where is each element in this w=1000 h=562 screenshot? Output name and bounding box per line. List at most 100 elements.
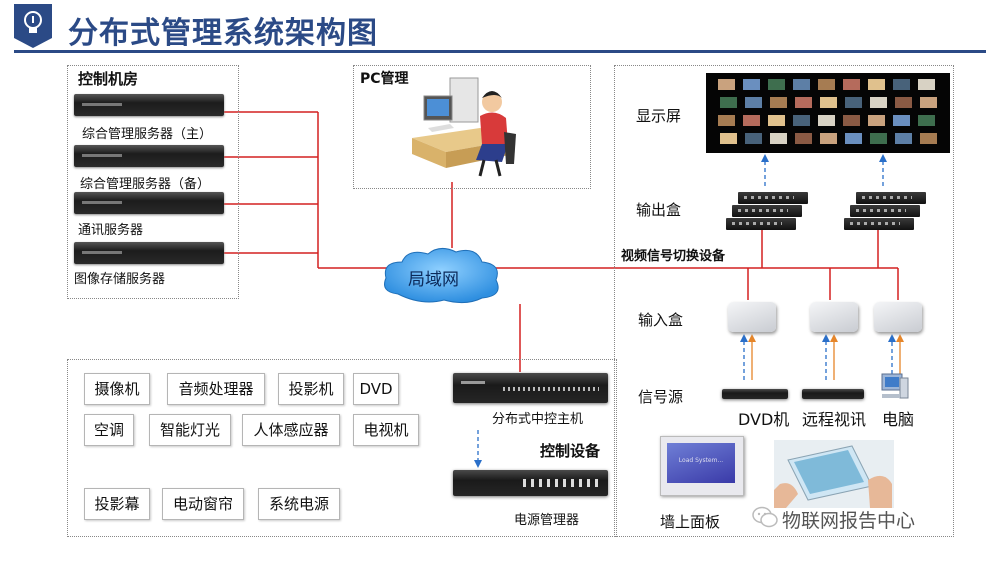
field-devices-box: [67, 359, 617, 537]
device-smart-lighting: 智能灯光: [149, 414, 231, 446]
image-storage-server-icon: [74, 242, 224, 264]
input-box-1: [728, 302, 776, 332]
video-wall-thumbnail: [768, 79, 785, 90]
watermark: 物联网报告中心: [782, 510, 916, 532]
video-wall: [706, 73, 950, 153]
lan-cloud-icon: [384, 248, 499, 304]
video-wall-thumbnail: [795, 97, 812, 108]
server-main-icon: [74, 94, 224, 116]
computer-icon: [881, 373, 909, 399]
video-wall-thumbnail: [868, 115, 885, 126]
video-wall-thumbnail: [918, 115, 935, 126]
title-divider: [14, 50, 986, 53]
video-wall-thumbnail: [895, 97, 912, 108]
central-control-host-icon: [453, 373, 608, 403]
display-screen-label: 显示屏: [636, 107, 682, 125]
communication-server-icon: [74, 192, 224, 214]
video-wall-thumbnail: [745, 133, 762, 144]
output-box-left-1: [738, 192, 808, 204]
tablet-in-hands-photo: [774, 440, 894, 508]
output-box-left-3: [726, 218, 796, 230]
video-wall-thumbnail: [818, 79, 835, 90]
power-manager-icon: [453, 470, 608, 496]
device-motion-sensor: 人体感应器: [242, 414, 340, 446]
video-wall-thumbnail: [718, 115, 735, 126]
video-wall-thumbnail: [720, 133, 737, 144]
lightbulb-icon: [14, 4, 52, 48]
source-dvd-label: DVD机: [738, 410, 790, 429]
source-remote-video-label: 远程视讯: [802, 410, 867, 429]
server-backup-label: 综合管理服务器（备）: [80, 177, 211, 192]
video-wall-thumbnail: [845, 97, 862, 108]
signal-source-label: 信号源: [638, 388, 684, 406]
video-wall-thumbnail: [770, 133, 787, 144]
title-bar: 分布式管理系统架构图: [0, 0, 1000, 62]
wall-panel-screen-text: Load System...: [678, 457, 724, 464]
wall-panel-label: 墙上面板: [660, 513, 721, 531]
video-wall-thumbnail: [818, 115, 835, 126]
output-box-label: 输出盒: [636, 201, 682, 219]
video-wall-thumbnail: [720, 97, 737, 108]
device-dvd: DVD: [353, 373, 399, 405]
device-motorized-curtain: 电动窗帘: [162, 488, 244, 520]
input-box-2: [810, 302, 858, 332]
video-wall-thumbnail: [768, 115, 785, 126]
device-audio-processor: 音频处理器: [167, 373, 265, 405]
wechat-icon: [752, 506, 778, 528]
video-wall-thumbnail: [743, 115, 760, 126]
output-box-right-2: [850, 205, 920, 217]
device-system-power: 系统电源: [258, 488, 340, 520]
wall-panel-icon: Load System...: [660, 436, 744, 496]
video-wall-thumbnail: [795, 133, 812, 144]
control-equipment-heading: 控制设备: [540, 442, 601, 460]
video-wall-thumbnail: [793, 115, 810, 126]
video-wall-thumbnail: [843, 79, 860, 90]
video-wall-thumbnail: [820, 97, 837, 108]
page-title: 分布式管理系统架构图: [68, 16, 378, 51]
device-projection-screen: 投影幕: [84, 488, 150, 520]
video-wall-thumbnail: [743, 79, 760, 90]
power-manager-label: 电源管理器: [514, 513, 580, 528]
video-wall-thumbnail: [770, 97, 787, 108]
video-wall-thumbnail: [918, 79, 935, 90]
video-wall-thumbnail: [870, 133, 887, 144]
video-wall-thumbnail: [745, 97, 762, 108]
video-wall-thumbnail: [843, 115, 860, 126]
display-system-box: [614, 65, 954, 537]
video-conference-icon: [802, 389, 864, 399]
video-wall-thumbnail: [893, 79, 910, 90]
video-wall-thumbnail: [868, 79, 885, 90]
output-box-left-2: [732, 205, 802, 217]
video-wall-thumbnail: [893, 115, 910, 126]
switching-device-label: 视频信号切换设备: [621, 249, 726, 264]
device-camera: 摄像机: [84, 373, 150, 405]
video-wall-thumbnail: [820, 133, 837, 144]
server-main-label: 综合管理服务器（主）: [82, 127, 213, 142]
pc-operator-icon: [412, 77, 516, 177]
video-wall-thumbnail: [793, 79, 810, 90]
video-wall-thumbnail: [845, 133, 862, 144]
server-backup-icon: [74, 145, 224, 167]
output-box-right-1: [856, 192, 926, 204]
image-storage-server-label: 图像存储服务器: [74, 272, 166, 287]
control-room-heading: 控制机房: [78, 70, 139, 88]
output-box-right-3: [844, 218, 914, 230]
device-air-conditioner: 空调: [84, 414, 134, 446]
input-box-3: [874, 302, 922, 332]
input-box-label: 输入盒: [638, 311, 684, 329]
pc-management-heading: PC管理: [360, 71, 409, 87]
lan-label: 局域网: [408, 270, 459, 290]
pc-management-box: [353, 65, 591, 189]
dvd-player-icon: [722, 389, 788, 399]
video-wall-thumbnail: [718, 79, 735, 90]
video-wall-thumbnail: [870, 97, 887, 108]
source-computer-label: 电脑: [882, 410, 915, 429]
central-control-host-label: 分布式中控主机: [492, 412, 584, 427]
device-projector: 投影机: [278, 373, 344, 405]
video-wall-thumbnail: [920, 97, 937, 108]
video-wall-thumbnail: [920, 133, 937, 144]
device-television: 电视机: [353, 414, 419, 446]
video-wall-thumbnail: [895, 133, 912, 144]
control-room-box: [67, 65, 239, 299]
